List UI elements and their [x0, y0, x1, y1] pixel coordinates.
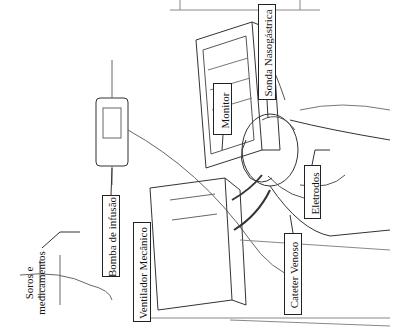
ventilator-panel — [170, 194, 217, 220]
leader-line — [290, 215, 293, 233]
label-box: Ventilador Mecânico — [133, 222, 151, 322]
pump-pole — [112, 60, 113, 185]
leader-line — [312, 150, 330, 165]
patient-head — [242, 114, 298, 186]
infusion-pump-drawing — [96, 98, 128, 166]
pump-display — [103, 108, 121, 138]
infusion-tubing — [128, 130, 300, 280]
monitor-screen — [203, 36, 254, 154]
label-box: Monitor — [213, 83, 232, 135]
label-box: Sonda Nasogástrica — [258, 4, 276, 100]
label-box: Eletrodos — [304, 165, 321, 219]
leader-line — [111, 168, 112, 195]
equipment-label: Ventilador Mecânico — [134, 223, 152, 323]
ventilator-tubes — [232, 175, 270, 230]
equipment-label: Eletrodos — [305, 166, 322, 220]
monitor-drawing — [196, 22, 262, 168]
label-box: Bomba de infusão — [102, 195, 120, 277]
equipment-label: Sonda Nasogástrica — [259, 5, 277, 101]
label-box: Cateter Venoso — [284, 233, 302, 315]
equipment-label: Bomba de infusão — [103, 196, 121, 278]
leader-line — [222, 135, 223, 150]
ventilator-drawing — [150, 178, 232, 310]
equipment-label: Soros e medicamentos — [18, 242, 52, 324]
oxygen-mask — [241, 140, 272, 182]
leader-line — [42, 232, 80, 248]
bed-frame — [150, 240, 390, 326]
ceiling-arm — [170, 0, 320, 10]
pillow — [300, 105, 390, 110]
equipment-label: Cateter Venoso — [285, 234, 303, 316]
patient-body — [270, 120, 390, 236]
leader-line — [267, 100, 268, 118]
equipment-label: Monitor — [214, 84, 233, 136]
